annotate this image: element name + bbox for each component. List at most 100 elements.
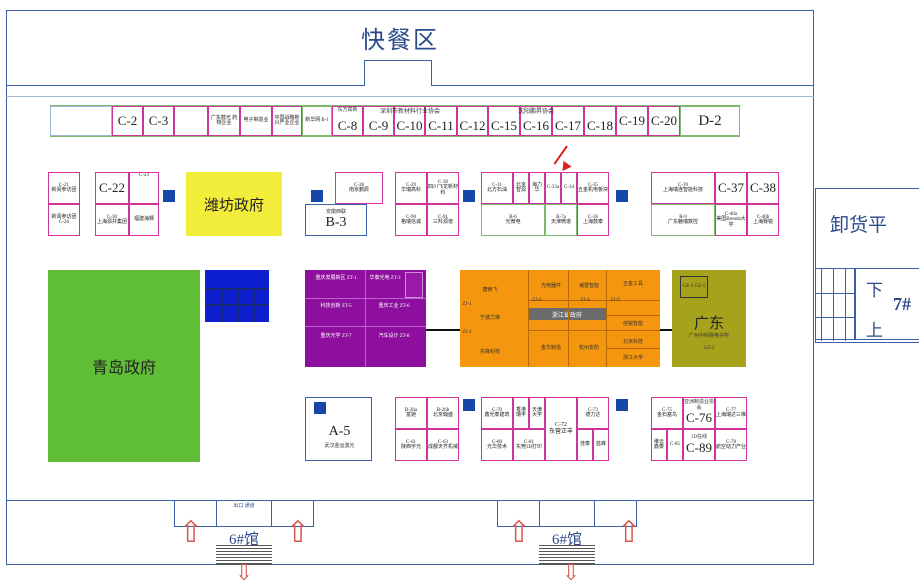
exit-arrow-icon: ⇩	[561, 560, 581, 585]
booth-c7[interactable]: 中国战略新兴产业企业	[272, 106, 302, 136]
zj-label-4: ZJ-8	[580, 298, 590, 303]
booth-b1[interactable]: 新华网 B-1	[302, 106, 332, 136]
booth-c16[interactable]: C-16	[520, 106, 552, 136]
booth-c8[interactable]: C-8	[332, 106, 363, 136]
connector-line	[660, 329, 672, 331]
entry-arrow-icon: ⇧	[506, 516, 532, 549]
booth-c4[interactable]	[174, 106, 208, 136]
booth-c19[interactable]: C-19	[616, 106, 648, 136]
connector-line	[426, 329, 460, 331]
booth-fujian[interactable]: 福建海狮	[129, 204, 159, 236]
orange-divider	[528, 330, 660, 331]
pillar-marker	[463, 190, 475, 202]
orange-divider	[528, 270, 529, 367]
booth-c34b[interactable]: C-34	[561, 172, 577, 204]
booth-c2[interactable]: C-2	[112, 106, 143, 136]
booth-c71a[interactable]: 香港瑞丰	[513, 397, 529, 429]
booth-c88[interactable]: 蓝峰	[593, 429, 609, 461]
booth-c12[interactable]: C-12	[457, 106, 488, 136]
gate-right-label: 6#馆	[551, 532, 582, 548]
booth-c34[interactable]: 北京智源	[513, 172, 529, 204]
booth-c18[interactable]: C-18	[584, 106, 616, 136]
gate-left-door[interactable]	[216, 500, 272, 527]
unloading-platform	[815, 188, 919, 343]
booth-c17[interactable]: C-17	[552, 106, 584, 136]
orange-cell-1: 捷索飞	[482, 288, 498, 293]
booth-c10[interactable]: C-10	[394, 106, 425, 136]
purple-exhibit-block[interactable]: 重庆发展新区 ZT-1 华泰光电 ZT-3 科技创新 ZT-5 重庆工业 ZT-…	[305, 270, 426, 367]
booth-c3[interactable]: C-3	[143, 106, 174, 136]
orange-exhibit-block[interactable]: 浙江省政府 捷索飞 宁波力准 先锋科技 光电器件 诸暨智能 金华制造 杭州安防 …	[460, 270, 660, 367]
booth-c33b[interactable]: C-33a	[545, 172, 561, 204]
zhejiang-center: 浙江省政府	[528, 308, 606, 320]
booth-c22[interactable]: C-22	[95, 172, 129, 204]
pillar-marker	[463, 399, 475, 411]
booth-d2[interactable]: D-2	[680, 106, 740, 136]
guangdong-code: GZ-3	[703, 346, 715, 351]
weifang-government-zone[interactable]: 潍坊政府	[186, 172, 282, 236]
ramp-up-label: 上	[866, 321, 883, 340]
aisle	[200, 322, 305, 327]
orange-divider	[606, 270, 607, 367]
booth-c37[interactable]: C-37	[715, 172, 747, 204]
booth-c85[interactable]: 维云鑫泰	[651, 429, 667, 461]
booth-c9[interactable]: C-9	[363, 106, 394, 136]
booth-a5[interactable]: A-5 武汉金运激光	[305, 397, 372, 461]
booth-c23[interactable]: C-23	[129, 172, 159, 204]
guangdong-zone[interactable]: GZ-4 GZ-5 广东 广州中科院电子所 GZ-3	[672, 270, 746, 367]
stairs-left	[216, 545, 272, 565]
booth-c15[interactable]: C-15	[488, 106, 520, 136]
booth-c87[interactable]: 佳泰	[577, 429, 593, 461]
booth-c33a[interactable]: 海力华	[529, 172, 545, 204]
gate-right-door[interactable]	[539, 500, 595, 527]
booth-c11[interactable]: C-11	[425, 106, 457, 136]
booth-c38[interactable]: C-38	[747, 172, 779, 204]
booth-c5[interactable]: 广东鼓光 药物企业	[208, 106, 240, 136]
booth-c6[interactable]: 电子制造业	[240, 106, 272, 136]
booth-c20[interactable]: C-20	[648, 106, 680, 136]
purple-cell-3: 科技创新 ZT-5	[320, 304, 352, 309]
orange-cell-4: 光电器件	[540, 284, 561, 289]
entry-arrow-icon: ⇧	[616, 516, 642, 549]
pillar-marker	[616, 399, 628, 411]
blue-booth-block[interactable]	[205, 270, 269, 322]
pillar-marker	[616, 190, 628, 202]
purple-cell-4: 重庆工业 ZT-6	[378, 304, 410, 309]
qingdao-government-zone[interactable]: 青岛政府	[48, 270, 200, 462]
booth-c71b[interactable]: 天津大学	[529, 397, 545, 429]
booth-c84[interactable]: C-85	[667, 429, 683, 461]
orange-cell-11: 浙江大学	[622, 356, 643, 361]
